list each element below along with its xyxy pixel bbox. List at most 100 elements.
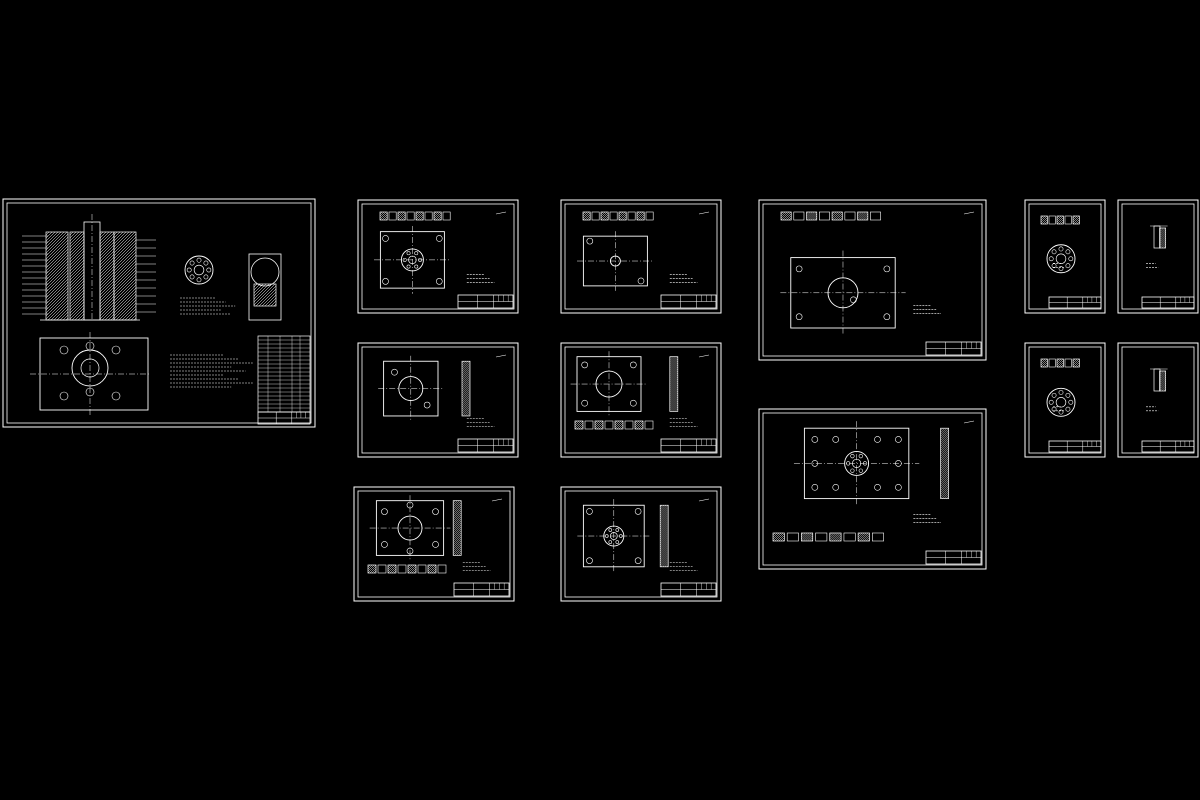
drawing-line xyxy=(46,239,68,263)
strip-block xyxy=(644,420,654,430)
drawing-line xyxy=(389,566,396,573)
drawing-line xyxy=(46,233,68,257)
hatch-lines xyxy=(575,421,583,429)
drawing-line xyxy=(1044,364,1048,367)
drawing-line xyxy=(100,298,114,314)
hatch-icon xyxy=(574,420,584,430)
hatch-outline xyxy=(367,564,377,574)
drawing-line xyxy=(858,533,863,538)
hole-circle-icon xyxy=(435,278,443,285)
die-shoe[interactable] xyxy=(758,408,1019,570)
drawing-line xyxy=(615,421,622,428)
drawing-line xyxy=(807,535,813,541)
drawing-line xyxy=(1159,241,1166,248)
drawing-line xyxy=(1074,362,1080,367)
punch-detail[interactable] xyxy=(1024,199,1106,314)
hatch-outline xyxy=(433,211,442,221)
drawing-line xyxy=(1041,217,1048,224)
pin-detail[interactable] xyxy=(1117,199,1199,314)
hatch-icon xyxy=(45,231,69,321)
hole-circle-icon xyxy=(874,484,881,491)
strip-block xyxy=(1048,215,1056,225)
drawing-line xyxy=(114,269,136,293)
drawing-line xyxy=(1159,376,1166,384)
drawing-line xyxy=(1159,233,1166,241)
assembly-drawing[interactable] xyxy=(0,198,316,428)
sheet-inner-border xyxy=(361,346,515,454)
drawing-line xyxy=(835,213,843,220)
strip-block xyxy=(388,211,397,221)
drawing-line xyxy=(1041,360,1048,367)
drawing-line xyxy=(114,290,136,314)
drawing-line xyxy=(660,548,669,558)
drawing-line xyxy=(832,212,841,220)
strip-block xyxy=(604,420,614,430)
hole-circle-icon xyxy=(382,278,389,285)
drawing-line xyxy=(861,213,868,220)
hatch-lines xyxy=(388,565,396,573)
sheet-outer-border xyxy=(758,408,987,570)
drawing-line xyxy=(1073,216,1076,219)
hatch-lines xyxy=(669,356,678,412)
drawing-line xyxy=(940,459,949,469)
hatch-outline xyxy=(1159,227,1166,249)
sheet-inner-border xyxy=(762,412,983,566)
drawing-line xyxy=(660,554,669,564)
drawing-line xyxy=(398,212,406,220)
drawing-line xyxy=(70,271,84,287)
drawing-line xyxy=(784,213,792,220)
drawing-line xyxy=(637,212,645,220)
strip-block xyxy=(424,211,433,221)
drawing-line xyxy=(832,212,835,215)
drawing-line xyxy=(1041,216,1046,221)
drawing-line xyxy=(398,212,405,219)
hatch-lines xyxy=(619,212,627,220)
title-block-icon xyxy=(925,341,982,356)
die-plate-b[interactable] xyxy=(560,199,722,314)
drawing-line xyxy=(622,216,627,220)
drawing-line xyxy=(1073,360,1080,367)
punch-plate[interactable] xyxy=(560,342,732,458)
hatch-outline xyxy=(614,420,624,430)
section-strip xyxy=(780,211,881,221)
drawing-line xyxy=(70,262,84,278)
hole-circle-icon xyxy=(381,541,388,548)
drawing-line xyxy=(669,394,678,404)
title-block-icon xyxy=(660,438,717,453)
drawing-line xyxy=(46,254,68,278)
drawing-line xyxy=(46,257,68,281)
drawing-line xyxy=(70,274,84,290)
drawing-line xyxy=(837,537,842,541)
drawing-line xyxy=(1057,216,1060,219)
hatch-outline xyxy=(857,532,870,542)
strip-block xyxy=(397,564,407,574)
drawing-line xyxy=(806,212,815,220)
sheet-inner-border xyxy=(361,203,515,310)
drawing-line xyxy=(595,421,602,428)
lower-die-plate[interactable] xyxy=(758,199,987,361)
section-strip xyxy=(379,211,451,221)
upper-plate[interactable] xyxy=(357,342,524,458)
drawing-line xyxy=(963,420,975,424)
drawing-line xyxy=(1159,371,1164,376)
bolt-detail[interactable] xyxy=(1117,342,1199,458)
drawing-line xyxy=(453,506,462,516)
drawing-line xyxy=(595,421,603,429)
drawing-line xyxy=(857,212,864,219)
drawing-line xyxy=(781,212,784,215)
strip-block xyxy=(591,211,600,221)
hatch-lines xyxy=(434,212,442,220)
backing-plate[interactable] xyxy=(560,486,728,602)
drawing-line xyxy=(369,566,376,573)
stripper-plate[interactable] xyxy=(353,486,515,602)
hole-circle-icon xyxy=(581,399,588,407)
hatch-lines xyxy=(637,212,645,220)
drawing-line xyxy=(428,565,436,573)
spring-detail[interactable] xyxy=(1024,342,1106,458)
drawing-line xyxy=(1044,221,1048,224)
drawing-line xyxy=(619,212,627,220)
hatch-icon xyxy=(634,420,644,430)
hatch-lines xyxy=(46,232,68,320)
die-plate-a[interactable] xyxy=(357,199,519,314)
